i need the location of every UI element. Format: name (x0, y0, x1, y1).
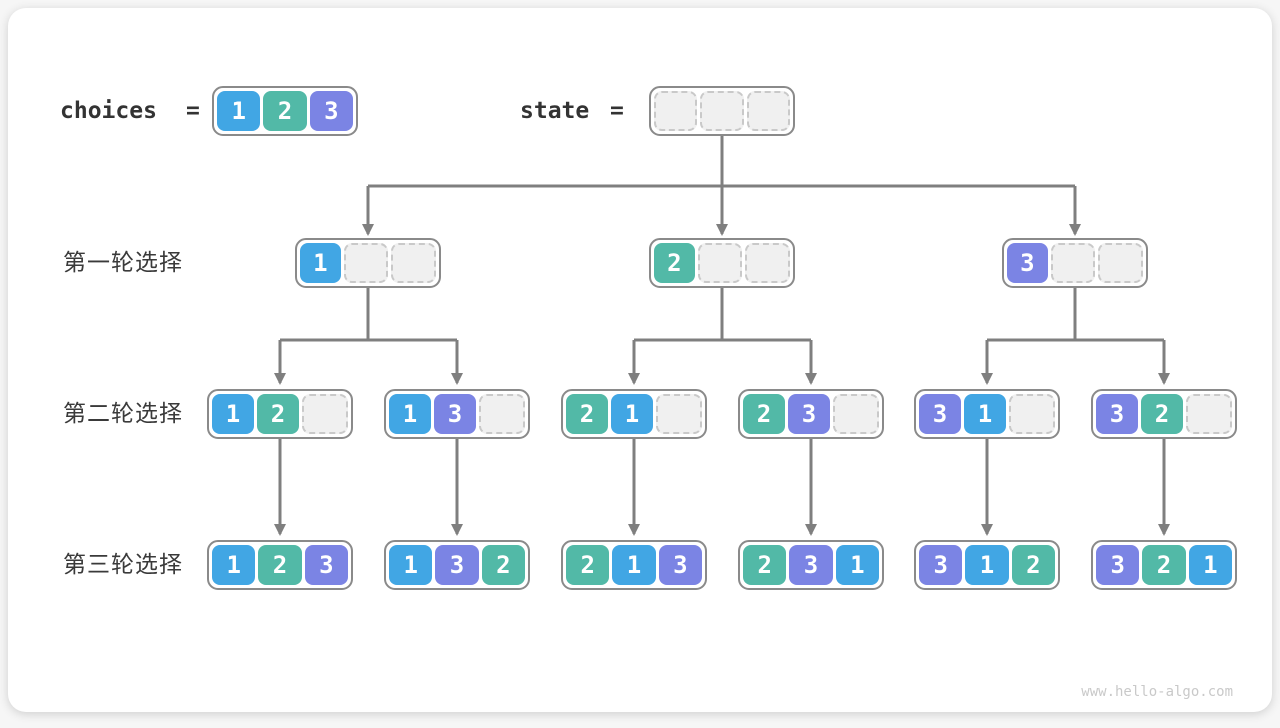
cell-empty (745, 243, 791, 283)
cell-value-2: 2 (743, 545, 787, 585)
cell-value-2: 2 (1142, 545, 1186, 585)
cell-value-3: 3 (658, 545, 702, 585)
cell-value-3: 3 (434, 394, 476, 434)
cell-empty (391, 243, 437, 283)
cell-value-3: 3 (309, 91, 353, 131)
cell-value-3: 3 (788, 394, 830, 434)
cell-value-1: 1 (300, 243, 341, 283)
state-equals-sign: = (610, 98, 624, 124)
cell-value-3: 3 (919, 394, 961, 434)
cell-empty (697, 243, 743, 283)
state-label: state (520, 98, 590, 124)
cell-value-3: 3 (435, 545, 479, 585)
round-2-label: 第二轮选择 (63, 401, 183, 427)
state-box-3: 3 (1002, 238, 1148, 288)
cell-value-2: 2 (263, 91, 307, 131)
cell-value-3: 3 (304, 545, 348, 585)
round-3-label: 第三轮选择 (63, 552, 183, 578)
cell-value-1: 1 (965, 545, 1009, 585)
cell-value-3: 3 (919, 545, 963, 585)
state-box-2: 2 (649, 238, 795, 288)
cell-empty (1009, 394, 1055, 434)
cell-value-2: 2 (654, 243, 695, 283)
cell-value-2: 2 (743, 394, 785, 434)
cell-value-2: 2 (566, 545, 610, 585)
cell-value-1: 1 (964, 394, 1006, 434)
cell-value-2: 2 (566, 394, 608, 434)
choices-equals-sign: = (186, 98, 200, 124)
state-box-1: 1 (295, 238, 441, 288)
cell-value-2: 2 (481, 545, 525, 585)
cell-value-2: 2 (258, 545, 302, 585)
cell-value-1: 1 (1188, 545, 1232, 585)
cell-empty (302, 394, 348, 434)
cell-empty (656, 394, 702, 434)
cell-empty (833, 394, 879, 434)
cell-value-2: 2 (1141, 394, 1183, 434)
cell-empty (700, 91, 744, 131)
cell-value-1: 1 (612, 545, 656, 585)
choices-label: choices (60, 98, 157, 124)
cell-value-3: 3 (789, 545, 833, 585)
cell-value-1: 1 (389, 545, 433, 585)
cell-value-2: 2 (257, 394, 299, 434)
cell-value-1: 1 (611, 394, 653, 434)
cell-empty (654, 91, 698, 131)
cell-empty (1186, 394, 1232, 434)
cell-value-1: 1 (835, 545, 879, 585)
cell-value-3: 3 (1007, 243, 1048, 283)
cell-empty (1098, 243, 1144, 283)
cell-value-1: 1 (389, 394, 431, 434)
watermark-url: www.hello-algo.com (1081, 684, 1233, 700)
round-1-label: 第一轮选择 (63, 250, 183, 276)
cell-empty (746, 91, 790, 131)
cell-empty (479, 394, 525, 434)
state-array-box (649, 86, 795, 136)
cell-empty (1050, 243, 1096, 283)
cell-value-3: 3 (1096, 394, 1138, 434)
cell-value-3: 3 (1096, 545, 1140, 585)
cell-value-2: 2 (1011, 545, 1055, 585)
cell-value-1: 1 (212, 545, 256, 585)
cell-value-1: 1 (212, 394, 254, 434)
cell-value-1: 1 (217, 91, 261, 131)
cell-empty (343, 243, 389, 283)
